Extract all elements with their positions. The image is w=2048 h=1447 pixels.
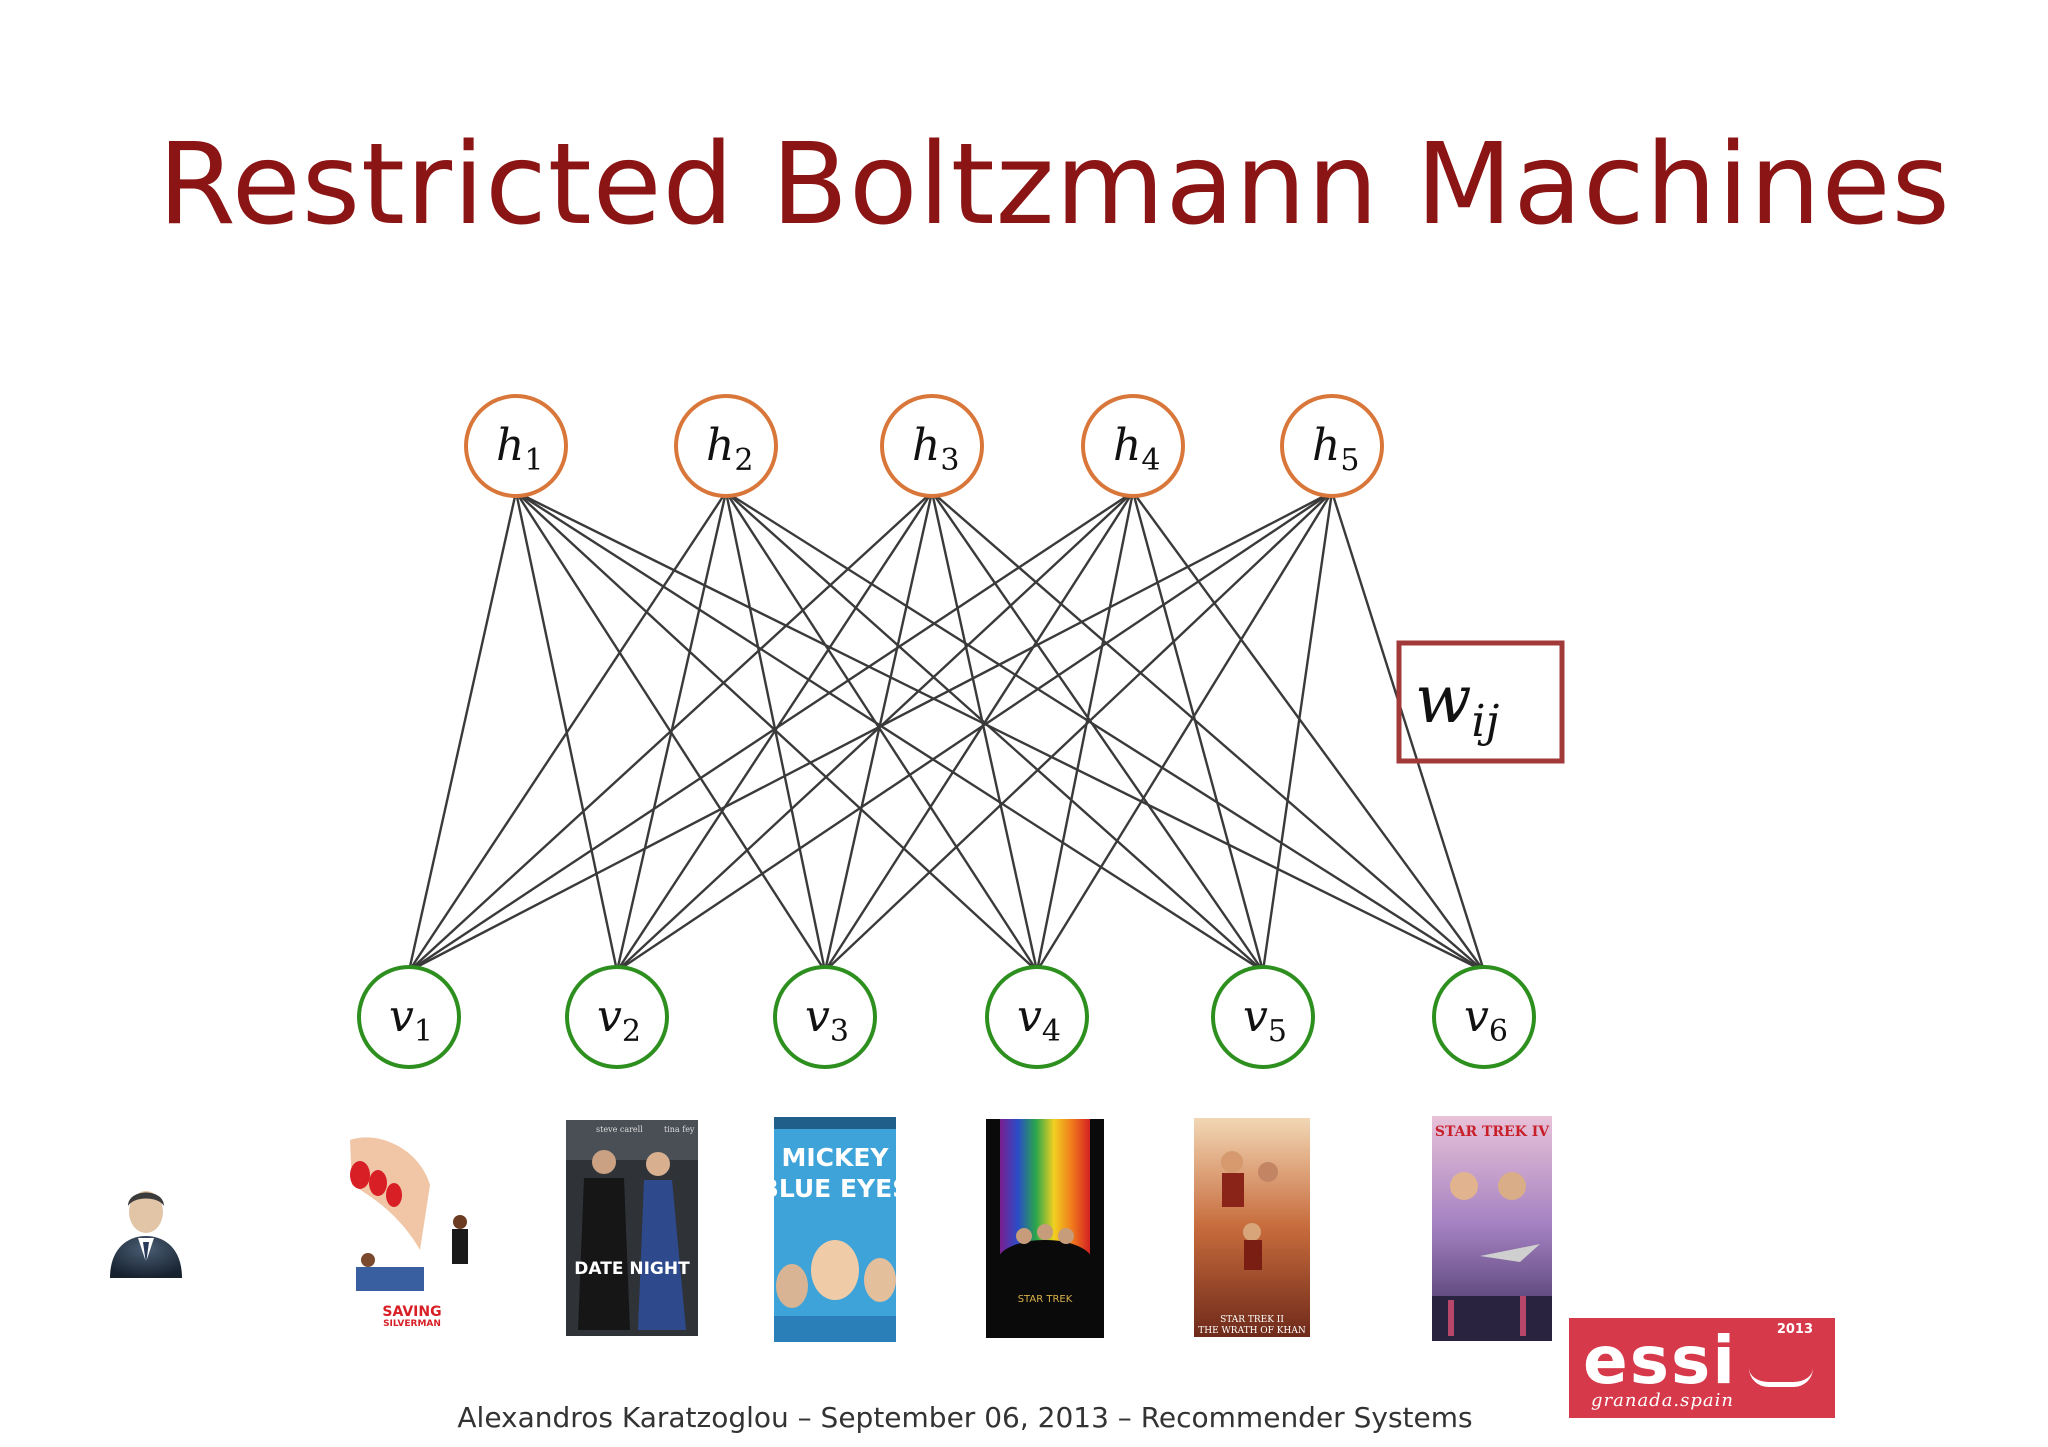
visible-node-v3: v3 (773, 965, 877, 1069)
visible-node-circle (357, 965, 461, 1069)
edge-h3-v5 (931, 491, 1264, 972)
user-avatar-icon (110, 1191, 182, 1278)
logo-year: 2013 (1776, 1322, 1813, 1337)
visible-node-label: v6 (1464, 991, 1508, 1049)
edge-h4-v1 (408, 490, 1134, 973)
visible-node-circle (985, 965, 1089, 1069)
visible-node-label: v4 (1017, 991, 1061, 1049)
visible-node-label: v1 (389, 991, 433, 1049)
edge-h3-v1 (408, 491, 933, 972)
edge-h2-v5 (725, 491, 1264, 972)
edge-h5-v1 (408, 490, 1333, 973)
svg-text:DATE NIGHT: DATE NIGHT (574, 1259, 690, 1279)
hidden-node-h4: h4 (1081, 394, 1185, 498)
hidden-node-label: h4 (1113, 420, 1160, 478)
visible-node-v1: v1 (357, 965, 461, 1069)
star-trek-motion-picture-poster: STAR TREK (986, 1119, 1104, 1338)
visible-node-circle (1432, 965, 1536, 1069)
edge-h2-v1 (407, 491, 728, 972)
edge-h4-v3 (823, 491, 1135, 972)
svg-text:THE WRATH OF KHAN: THE WRATH OF KHAN (1198, 1326, 1306, 1336)
visible-node-v2: v2 (565, 965, 669, 1069)
star-trek-iv-poster: STAR TREK IV (1432, 1116, 1552, 1341)
hidden-layer: h1 h2 h3 h4 h5 (464, 394, 1384, 498)
visible-node-circle (565, 965, 669, 1069)
hidden-node-label: h3 (912, 420, 959, 478)
logo-swoosh (1749, 1368, 1813, 1387)
hidden-node-circle (1280, 394, 1384, 498)
hidden-node-label: h2 (706, 420, 753, 478)
visible-node-circle (1211, 965, 1315, 1069)
edge-h2-v6 (725, 490, 1485, 973)
hidden-node-h3: h3 (880, 394, 984, 498)
svg-text:MICKEY: MICKEY (781, 1143, 889, 1172)
visible-node-v5: v5 (1211, 965, 1315, 1069)
visible-node-label: v5 (1243, 991, 1287, 1049)
svg-text:STAR TREK II: STAR TREK II (1220, 1315, 1284, 1325)
svg-text:SILVERMAN: SILVERMAN (383, 1319, 441, 1329)
edge-h5-v5 (1261, 491, 1334, 972)
date-night-poster: steve carell tina fey DATE NIGHT (566, 1120, 698, 1336)
weight-subscript: ij (1472, 696, 1500, 747)
edge-h5-v4 (1035, 491, 1334, 972)
edge-h3-v6 (931, 491, 1485, 972)
svg-text:SAVING: SAVING (382, 1304, 441, 1320)
weight-box (1396, 640, 1565, 764)
slide-title: Restricted Boltzmann Machines (158, 120, 1951, 250)
visible-node-label: v3 (805, 991, 849, 1049)
visible-node-label: v2 (597, 991, 641, 1049)
hidden-node-label: h1 (496, 420, 543, 478)
edge-h4-v6 (1132, 491, 1485, 972)
essir-logo: essi 2013 granada.spain (1569, 1318, 1835, 1418)
visible-layer: v1 v2 v3 v4 v5 v6 (357, 965, 1536, 1069)
edges-layer (407, 490, 1486, 973)
edge-h5-v3 (824, 491, 1333, 972)
visible-node-circle (773, 965, 877, 1069)
svg-text:STAR TREK: STAR TREK (1018, 1294, 1073, 1305)
hidden-node-circle (1081, 394, 1185, 498)
logo-word: essi (1583, 1322, 1737, 1399)
hidden-node-circle (674, 394, 778, 498)
logo-place: granada.spain (1591, 1390, 1734, 1411)
weight-symbol: wij (1415, 661, 1499, 747)
mickey-blue-eyes-poster: MICKEY BLUE EYES (760, 1117, 910, 1342)
svg-text:BLUE EYES: BLUE EYES (760, 1174, 910, 1203)
svg-text:tina fey: tina fey (664, 1125, 695, 1134)
edge-h1-v6 (515, 490, 1485, 973)
edge-h3-v4 (930, 491, 1039, 972)
hidden-node-circle (464, 394, 568, 498)
weight-label: wij (1396, 640, 1565, 764)
slide-footer: Alexandros Karatzoglou – September 06, 2… (457, 1401, 1473, 1434)
edge-h1-v5 (515, 490, 1264, 973)
edge-h5-v2 (616, 491, 1333, 972)
edge-h4-v4 (1035, 491, 1135, 972)
edge-h1-v1 (407, 491, 518, 972)
saving-silverman-poster: SAVING SILVERMAN (340, 1121, 484, 1329)
edge-h5-v6 (1330, 491, 1486, 972)
hidden-node-h2: h2 (674, 394, 778, 498)
hidden-node-h1: h1 (464, 394, 568, 498)
edge-h2-v4 (724, 491, 1039, 972)
star-trek-wrath-of-khan-poster: STAR TREK II THE WRATH OF KHAN (1194, 1118, 1310, 1337)
hidden-node-circle (880, 394, 984, 498)
svg-text:STAR TREK IV: STAR TREK IV (1435, 1124, 1550, 1140)
edge-h3-v3 (823, 491, 934, 972)
edge-h3-v2 (615, 491, 934, 972)
visible-node-v4: v4 (985, 965, 1089, 1069)
edge-h4-v2 (616, 491, 1134, 972)
svg-text:steve carell: steve carell (596, 1125, 643, 1134)
visible-node-v6: v6 (1432, 965, 1536, 1069)
hidden-node-h5: h5 (1280, 394, 1384, 498)
edge-h4-v5 (1131, 491, 1265, 972)
hidden-node-label: h5 (1312, 420, 1359, 478)
